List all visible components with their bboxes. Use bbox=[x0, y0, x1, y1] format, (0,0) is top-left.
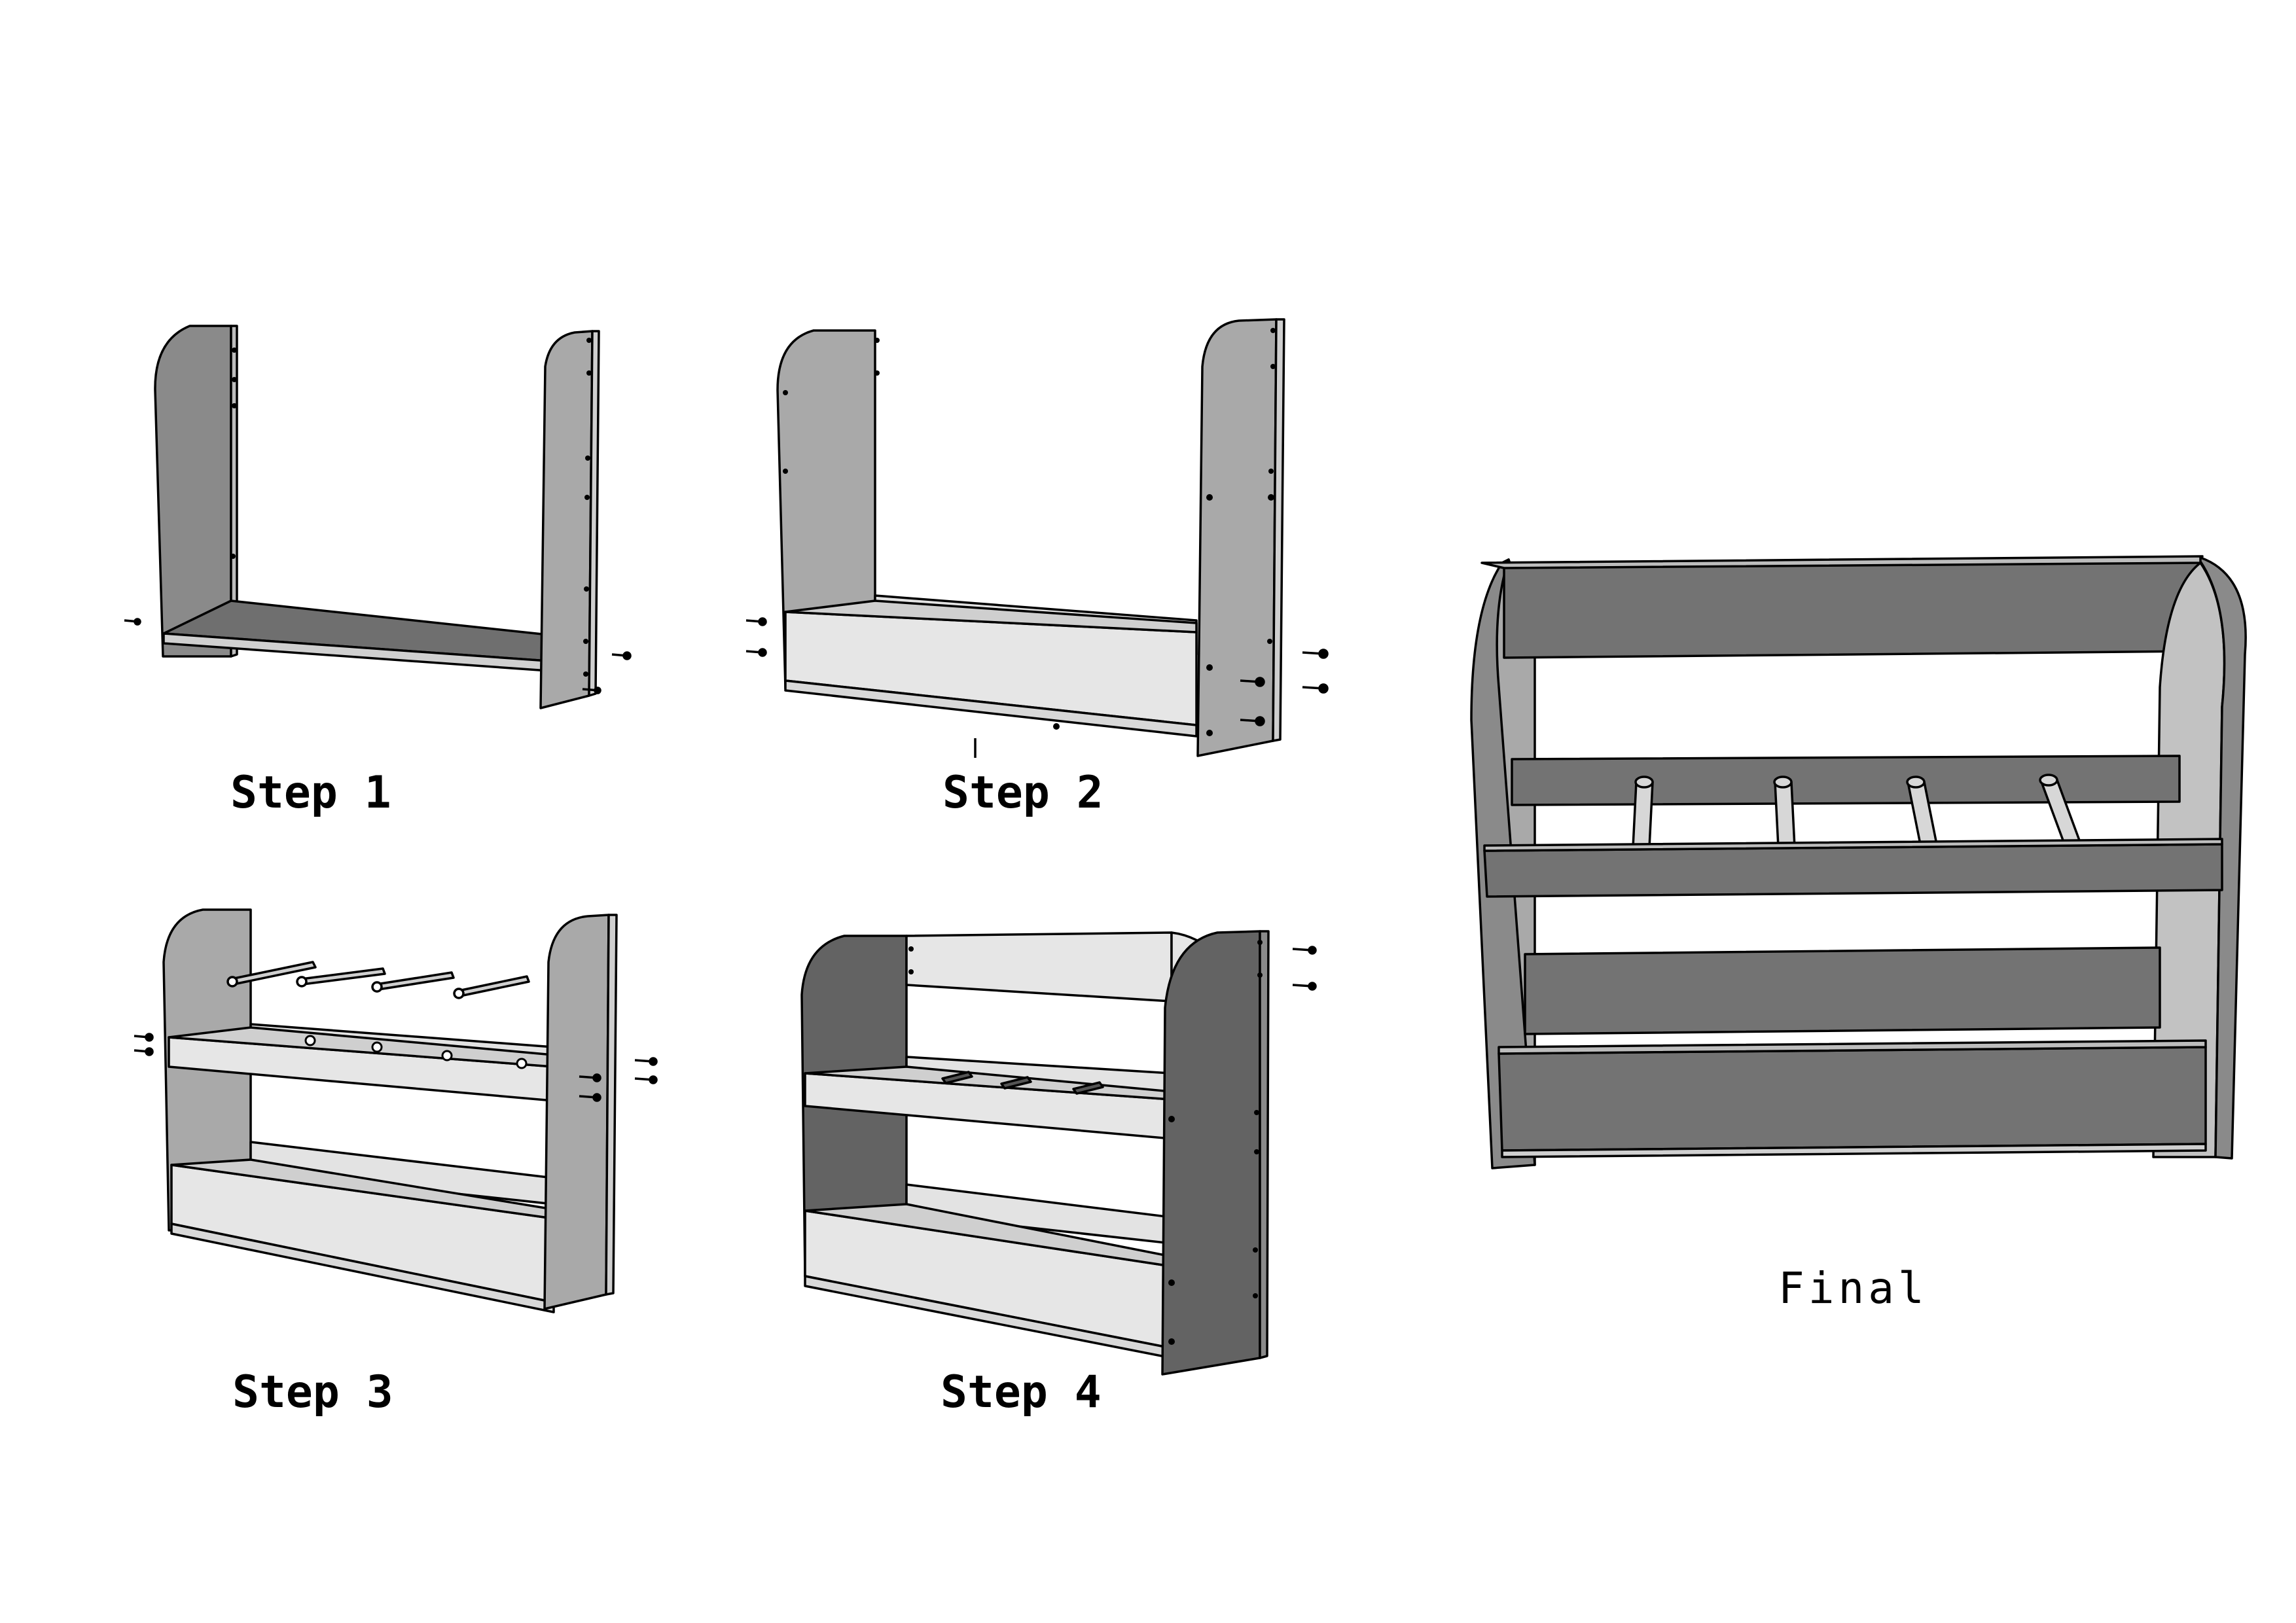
step2-right-side-panel bbox=[1196, 318, 1278, 757]
step3-right-panel-edge bbox=[605, 914, 618, 1296]
final-label: Final bbox=[1778, 1263, 1928, 1313]
step4-top-back-board bbox=[905, 931, 1173, 1003]
step1-label: Step 1 bbox=[230, 767, 391, 819]
step2-front-board-top bbox=[784, 599, 1198, 633]
step4-screws bbox=[1292, 946, 1317, 991]
step3-right-side-panel bbox=[543, 914, 610, 1310]
final-top-back-board bbox=[1503, 560, 2200, 659]
step2-left-side-panel bbox=[776, 329, 876, 690]
step1-holes bbox=[230, 338, 592, 677]
step1-illustration bbox=[124, 325, 632, 709]
step1-screws bbox=[124, 618, 632, 694]
step1-left-side-panel bbox=[154, 325, 232, 658]
final-rod-2 bbox=[1774, 781, 1796, 849]
step4-right-side-panel bbox=[1161, 930, 1261, 1376]
step1-right-side-panel bbox=[539, 330, 594, 709]
step1-left-panel-edge bbox=[230, 325, 238, 658]
step4-illustration bbox=[800, 930, 1317, 1376]
step3-holes bbox=[304, 1035, 528, 1069]
step3-rods bbox=[226, 961, 530, 999]
step1-right-panel-edge bbox=[588, 330, 600, 697]
step4-holes bbox=[908, 940, 1263, 1345]
step3-base-strip bbox=[170, 1222, 555, 1313]
step2-illustration bbox=[745, 318, 1329, 758]
step2-holes bbox=[783, 328, 1276, 736]
step2-screws bbox=[745, 617, 1329, 758]
final-base-strip bbox=[1501, 1143, 2207, 1158]
final-lower-front-board-top bbox=[1498, 1039, 2207, 1055]
final-rods bbox=[1632, 774, 2083, 849]
step3-illustration bbox=[134, 908, 658, 1313]
step2-label: Step 2 bbox=[942, 767, 1103, 819]
final-rod-1 bbox=[1632, 781, 1654, 849]
step2-right-panel-edge bbox=[1272, 318, 1285, 742]
final-upper-front-rail bbox=[1483, 843, 2223, 898]
step3-label: Step 3 bbox=[232, 1366, 393, 1418]
step4-rods bbox=[941, 1071, 1104, 1095]
final-illustration bbox=[1470, 555, 2247, 1169]
step4-label: Step 4 bbox=[941, 1366, 1102, 1418]
step2-base-strip bbox=[784, 679, 1198, 738]
final-upper-front-rail-top bbox=[1483, 838, 2223, 852]
final-upper-back-rail bbox=[1511, 755, 2181, 806]
final-lower-back-board bbox=[1524, 946, 2161, 1035]
step3-screws bbox=[134, 1033, 658, 1102]
step4-right-panel-edge bbox=[1259, 930, 1270, 1359]
final-lower-front-board bbox=[1498, 1046, 2207, 1152]
